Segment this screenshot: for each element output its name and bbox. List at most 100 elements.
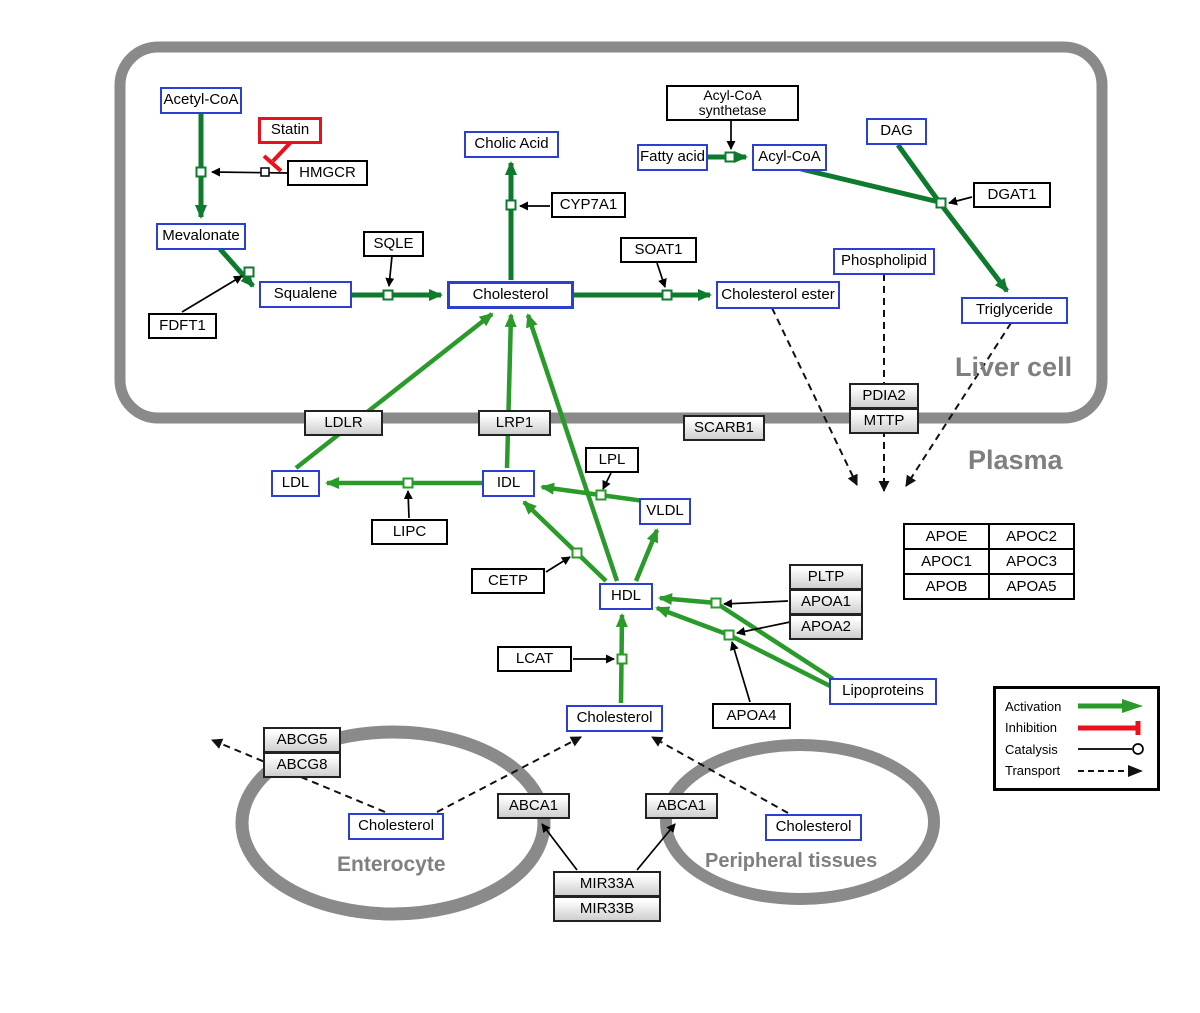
apo-cell[interactable]: APOC3 bbox=[988, 548, 1075, 575]
node-hdl[interactable]: HDL bbox=[599, 583, 653, 610]
statin-inhibition-tbar bbox=[262, 154, 283, 173]
edge-sqle-catalysis bbox=[385, 255, 395, 287]
node-cyp7a1[interactable]: CYP7A1 bbox=[551, 192, 626, 218]
edge-dgat1-catalysis bbox=[948, 196, 973, 206]
liver-cell-membrane bbox=[114, 41, 1108, 424]
legend-transport-row: Transport bbox=[1005, 761, 1148, 781]
node-apoa1[interactable]: APOA1 bbox=[789, 589, 863, 615]
edge-mir33-abca1-left bbox=[541, 823, 578, 871]
plasma-label: Plasma bbox=[968, 445, 1063, 475]
inhibition-tbar-icon bbox=[1078, 720, 1141, 735]
node-abcg8[interactable]: ABCG8 bbox=[263, 752, 341, 778]
node-lipc[interactable]: LIPC bbox=[371, 519, 448, 545]
enterocyte-membrane bbox=[235, 725, 551, 921]
node-ldl[interactable]: LDL bbox=[271, 470, 320, 497]
node-cholesterol-plasma[interactable]: Cholesterol bbox=[566, 705, 663, 732]
edge-apoa4-lowernode bbox=[729, 641, 751, 703]
node-sqle[interactable]: SQLE bbox=[363, 231, 424, 257]
edge-acylcoa-dgat1node bbox=[800, 166, 940, 205]
node-phospholipid[interactable]: Phospholipid bbox=[833, 248, 935, 275]
acyl-coa-synthetase-line1: Acyl-CoA bbox=[703, 86, 762, 103]
node-apoa4[interactable]: APOA4 bbox=[712, 703, 791, 729]
edge-mevalonate-squalene bbox=[218, 247, 255, 288]
edge-lpl-catalysis bbox=[602, 472, 612, 490]
catalysis-circle-icon bbox=[1078, 743, 1144, 756]
edge-apostack-lowernode bbox=[736, 621, 791, 636]
apo-cell[interactable]: APOC2 bbox=[988, 523, 1075, 550]
legend-activation-row: Activation bbox=[1005, 696, 1148, 716]
edge-hdl-vldl bbox=[633, 528, 660, 582]
edge-fdft1-catalysis bbox=[181, 275, 243, 313]
node-idl[interactable]: IDL bbox=[482, 470, 535, 497]
node-acetyl-coa[interactable]: Acetyl-CoA bbox=[160, 87, 242, 114]
node-cholesterol-liver[interactable]: Cholesterol bbox=[447, 281, 574, 309]
node-scarb1[interactable]: SCARB1 bbox=[683, 415, 765, 441]
node-apoa2[interactable]: APOA2 bbox=[789, 614, 863, 640]
apo-cell[interactable]: APOA5 bbox=[988, 573, 1075, 600]
node-mir33b[interactable]: MIR33B bbox=[553, 896, 661, 922]
node-dag[interactable]: DAG bbox=[866, 118, 927, 145]
node-lipoproteins[interactable]: Lipoproteins bbox=[829, 678, 937, 705]
node-fatty-acid[interactable]: Fatty acid bbox=[637, 144, 708, 171]
node-lrp1[interactable]: LRP1 bbox=[478, 410, 551, 436]
edge-hdl-livercholesterol bbox=[525, 313, 620, 582]
node-mevalonate[interactable]: Mevalonate bbox=[156, 223, 246, 250]
legend-catalysis-label: Catalysis bbox=[1005, 741, 1058, 757]
apo-cell[interactable]: APOB bbox=[903, 573, 990, 600]
enterocyte-label: Enterocyte bbox=[337, 853, 446, 876]
reaction-nodes bbox=[195, 151, 947, 665]
edge-cholesterolester-plasma bbox=[771, 307, 858, 486]
compartment-shapes bbox=[114, 41, 1108, 921]
edge-idl-livercholesterol bbox=[504, 313, 517, 469]
node-ldlr[interactable]: LDLR bbox=[304, 410, 383, 436]
edge-soat1-catalysis bbox=[656, 262, 667, 288]
legend-inhibition-row: Inhibition bbox=[1005, 718, 1148, 738]
edge-cetp-catalysis bbox=[545, 556, 571, 573]
node-vldl[interactable]: VLDL bbox=[639, 498, 691, 525]
edge-peripheral-cholesterol-to-plasma bbox=[651, 736, 789, 814]
node-mttp[interactable]: MTTP bbox=[849, 408, 919, 434]
node-abcg5[interactable]: ABCG5 bbox=[263, 727, 341, 753]
node-acyl-coa-synthetase[interactable]: Acyl-CoA synthetase bbox=[666, 85, 799, 121]
node-mir33a[interactable]: MIR33A bbox=[553, 871, 661, 897]
node-lpl[interactable]: LPL bbox=[585, 447, 639, 473]
node-soat1[interactable]: SOAT1 bbox=[620, 237, 697, 263]
node-dgat1[interactable]: DGAT1 bbox=[973, 182, 1051, 208]
node-statin[interactable]: Statin bbox=[258, 117, 322, 144]
node-fdft1[interactable]: FDFT1 bbox=[148, 313, 217, 339]
node-abca1-right[interactable]: ABCA1 bbox=[645, 793, 718, 819]
edge-hdl-idl-cetp bbox=[522, 500, 608, 583]
apo-cell[interactable]: APOE bbox=[903, 523, 990, 550]
edge-statin-hmgcr bbox=[271, 139, 294, 163]
node-cetp[interactable]: CETP bbox=[471, 568, 545, 594]
node-abca1-left[interactable]: ABCA1 bbox=[497, 793, 570, 819]
legend-inhibition-label: Inhibition bbox=[1005, 720, 1058, 736]
node-squalene[interactable]: Squalene bbox=[259, 281, 352, 308]
edge-ldl-livercholesterol bbox=[294, 312, 494, 470]
edge-dag-dgat1node bbox=[895, 143, 940, 201]
node-cholesterol-peripheral[interactable]: Cholesterol bbox=[765, 814, 862, 841]
node-pdia2[interactable]: PDIA2 bbox=[849, 383, 919, 409]
edge-apostack-uppernode bbox=[723, 599, 789, 609]
apo-cell[interactable]: APOC1 bbox=[903, 548, 990, 575]
legend: Activation Inhibition Catalysis Transpor… bbox=[993, 686, 1160, 791]
peripheral-tissues-membrane bbox=[660, 739, 940, 905]
edge-dgat1node-triglyceride bbox=[941, 205, 1009, 293]
node-cholesterol-ester[interactable]: Cholesterol ester bbox=[716, 281, 840, 309]
node-triglyceride[interactable]: Triglyceride bbox=[961, 297, 1068, 324]
edge-enterocyte-cholesterol-to-plasma bbox=[436, 736, 582, 813]
edge-vldl-idl bbox=[540, 482, 645, 504]
peripheral-tissues-label: Peripheral tissues bbox=[705, 850, 878, 872]
node-hmgcr[interactable]: HMGCR bbox=[287, 160, 368, 186]
liver-cell-label: Liver cell bbox=[955, 352, 1073, 382]
node-acyl-coa[interactable]: Acyl-CoA bbox=[752, 144, 827, 171]
node-pltp[interactable]: PLTP bbox=[789, 564, 863, 590]
activation-edges-liver bbox=[195, 113, 1009, 301]
activation-edges-plasma bbox=[294, 312, 842, 704]
node-cholesterol-enterocyte[interactable]: Cholesterol bbox=[348, 813, 444, 840]
node-lcat[interactable]: LCAT bbox=[497, 646, 572, 672]
apolipoprotein-table: APOE APOC2 APOC1 APOC3 APOB APOA5 bbox=[903, 523, 1075, 600]
node-cholic-acid[interactable]: Cholic Acid bbox=[464, 131, 559, 158]
hmgcr-junction-square bbox=[260, 167, 270, 177]
